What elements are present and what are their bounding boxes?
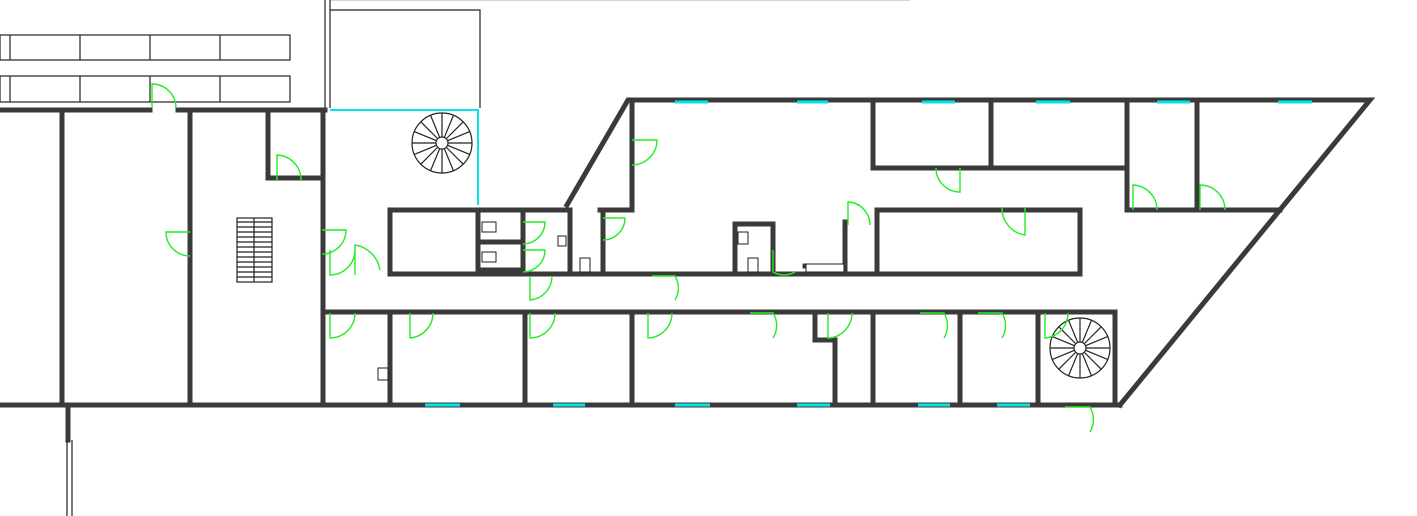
door <box>321 229 347 255</box>
door <box>935 167 961 193</box>
door <box>1001 207 1026 236</box>
door <box>920 312 949 339</box>
door <box>329 312 356 339</box>
shelving-grid <box>0 34 291 103</box>
upper-structure <box>324 0 910 108</box>
door <box>827 312 853 339</box>
door <box>847 201 871 226</box>
door <box>750 312 778 339</box>
toilet-fixtures <box>377 221 845 381</box>
door <box>522 249 546 273</box>
doors <box>151 83 1226 433</box>
door <box>1044 312 1069 339</box>
door <box>165 231 191 257</box>
door <box>647 312 673 339</box>
door <box>1132 184 1158 211</box>
door <box>1065 406 1094 433</box>
door <box>151 83 177 109</box>
door <box>1199 184 1226 211</box>
spiral-stair-south <box>1049 317 1111 379</box>
door <box>529 312 556 339</box>
walls <box>0 97 1376 516</box>
door <box>652 275 680 301</box>
spiral-stair-north <box>411 112 473 174</box>
windows <box>330 100 1312 407</box>
door <box>772 250 796 276</box>
door <box>276 154 302 181</box>
door <box>329 249 356 276</box>
door <box>602 217 626 241</box>
door <box>631 139 658 166</box>
door <box>529 275 553 301</box>
door <box>409 312 434 339</box>
door <box>522 221 546 245</box>
door <box>354 244 381 275</box>
door <box>978 312 1007 339</box>
straight-stair <box>236 217 273 283</box>
